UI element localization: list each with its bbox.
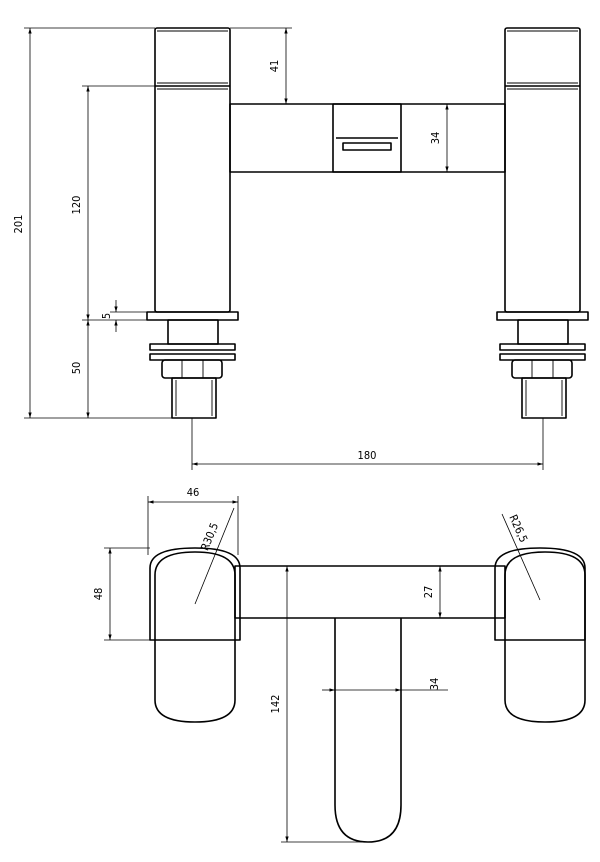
dim-tail-length: 50 bbox=[70, 362, 83, 375]
dim-right-radius: R26,5 bbox=[506, 513, 530, 545]
elevation-view: 201 120 50 5 41 34 180 bbox=[12, 27, 589, 470]
dim-spout-projection: 142 bbox=[269, 695, 282, 714]
left-pillar bbox=[146, 27, 239, 419]
dim-body-width: 46 bbox=[187, 486, 200, 499]
right-handle bbox=[494, 547, 586, 723]
plan-dimensions: 46 R30,5 R26,5 48 27 142 34 bbox=[92, 486, 541, 843]
left-handle bbox=[149, 547, 241, 723]
dim-spout-drop: 41 bbox=[268, 60, 281, 73]
dim-bridge-height: 34 bbox=[429, 132, 442, 145]
dim-bridge-depth: 27 bbox=[422, 586, 435, 599]
dim-handle-depth: 48 bbox=[92, 588, 105, 601]
dim-flange-thickness: 5 bbox=[100, 313, 113, 319]
plan-view: 46 R30,5 R26,5 48 27 142 34 bbox=[92, 486, 586, 843]
dim-body-height: 120 bbox=[70, 196, 83, 215]
dim-spout-width: 34 bbox=[428, 678, 441, 691]
elevation-dimensions: 201 120 50 5 41 34 180 bbox=[12, 27, 544, 470]
plan-spout bbox=[334, 618, 402, 843]
right-pillar bbox=[496, 27, 589, 419]
dim-centres: 180 bbox=[358, 449, 377, 462]
dim-overall-height: 201 bbox=[12, 215, 25, 234]
plan-bridge bbox=[234, 565, 506, 619]
bridge-and-spout bbox=[229, 103, 506, 173]
